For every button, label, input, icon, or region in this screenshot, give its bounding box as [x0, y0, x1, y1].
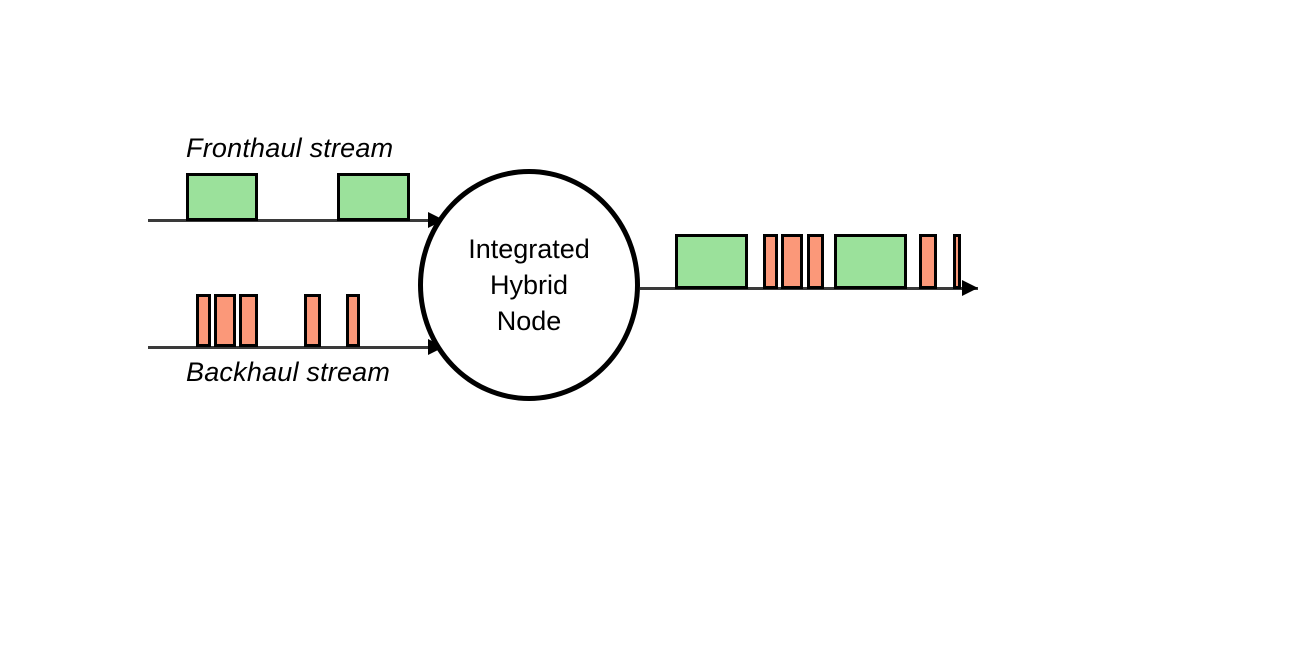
integrated-hybrid-node-circle	[418, 169, 640, 401]
integrated-hybrid-node-label: Integrated Hybrid Node	[418, 169, 640, 401]
output-block-backhaul	[781, 234, 803, 289]
output-block-backhaul	[953, 234, 961, 289]
backhaul-stream-label: Backhaul stream	[186, 357, 391, 387]
output-block-backhaul	[919, 234, 937, 289]
fronthaul-stream-label: Fronthaul stream	[186, 133, 394, 163]
output-arrow-head	[962, 280, 978, 296]
fronthaul-block	[186, 173, 258, 221]
node-label-line-3: Node	[496, 306, 562, 336]
node-label-line-1: Integrated	[468, 234, 590, 264]
backhaul-block	[214, 294, 236, 347]
output-block-backhaul	[807, 234, 824, 289]
backhaul-block	[304, 294, 321, 347]
fronthaul-block	[337, 173, 410, 221]
output-block-backhaul	[763, 234, 778, 289]
backhaul-block	[239, 294, 258, 347]
backhaul-axis-line	[148, 346, 444, 349]
backhaul-block	[196, 294, 211, 347]
node-label-line-2: Hybrid	[489, 270, 569, 300]
backhaul-block	[346, 294, 360, 347]
output-block-fronthaul	[675, 234, 748, 289]
fronthaul-axis-line	[148, 219, 444, 222]
output-block-fronthaul	[834, 234, 907, 289]
